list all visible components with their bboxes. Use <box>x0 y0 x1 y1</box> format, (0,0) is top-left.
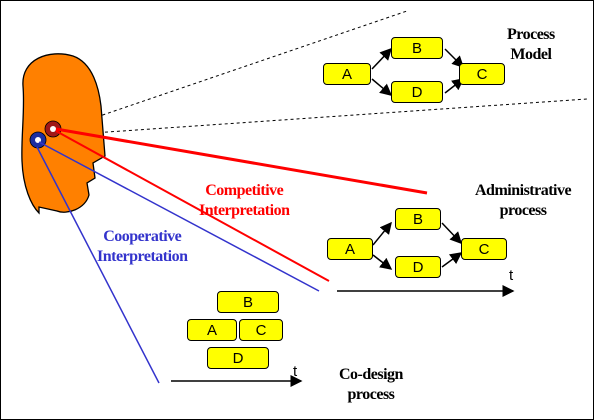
codesign-time-label: t <box>293 363 298 380</box>
cooperative-line-to-admin <box>38 141 320 292</box>
head-icon <box>21 53 106 215</box>
admin-node-d: D <box>395 256 441 278</box>
codesign-node-a: A <box>187 319 237 341</box>
competitive-line-to-admin <box>55 130 330 282</box>
process-model-label: Process Model <box>507 25 555 65</box>
red-gear-icon <box>44 120 62 138</box>
admin-time-label: t <box>509 267 514 284</box>
model-node-d: D <box>391 81 443 103</box>
competitive-line-to-model <box>55 127 428 195</box>
model-arrow-a-d <box>371 78 393 96</box>
blue-gear-icon <box>29 131 47 149</box>
administrative-process-label: Administrative process <box>475 181 572 221</box>
model-node-a: A <box>323 63 371 85</box>
administrative-label-line2: process <box>499 202 547 219</box>
admin-node-b: B <box>395 208 441 230</box>
model-node-c: C <box>459 63 505 85</box>
competitive-interpretation-label: Competitive Interpretation <box>199 181 290 221</box>
model-arrow-a-b <box>371 47 393 70</box>
view-cone-lower-dashed-line <box>92 98 588 134</box>
cooperative-label-line2: Interpretation <box>97 248 188 265</box>
codesign-node-c: C <box>239 319 283 341</box>
admin-node-a: A <box>327 238 373 260</box>
model-node-b: B <box>391 37 443 59</box>
admin-arrow-b-c <box>441 222 463 245</box>
codesign-node-d: D <box>207 347 269 369</box>
admin-arrow-d-c <box>441 252 463 268</box>
administrative-label-line1: Administrative <box>475 182 572 199</box>
process-model-label-line2: Model <box>510 46 552 63</box>
cooperative-interpretation-label: Cooperative Interpretation <box>97 227 188 267</box>
competitive-label-line2: Interpretation <box>199 202 290 219</box>
admin-node-c: C <box>461 238 507 260</box>
codesign-label-line2: process <box>347 386 395 403</box>
codesign-process-label: Co-design process <box>339 365 403 405</box>
process-model-label-line1: Process <box>507 26 555 43</box>
codesign-node-b: B <box>217 291 279 313</box>
competitive-label-line1: Competitive <box>205 182 284 199</box>
codesign-label-line1: Co-design <box>339 366 403 383</box>
cooperative-line-to-codesign <box>36 146 160 384</box>
admin-arrow-a-d <box>372 254 393 270</box>
admin-arrow-a-b <box>372 221 392 246</box>
cooperative-label-line1: Cooperative <box>103 228 182 245</box>
view-cone-upper-dashed-line <box>90 10 408 120</box>
